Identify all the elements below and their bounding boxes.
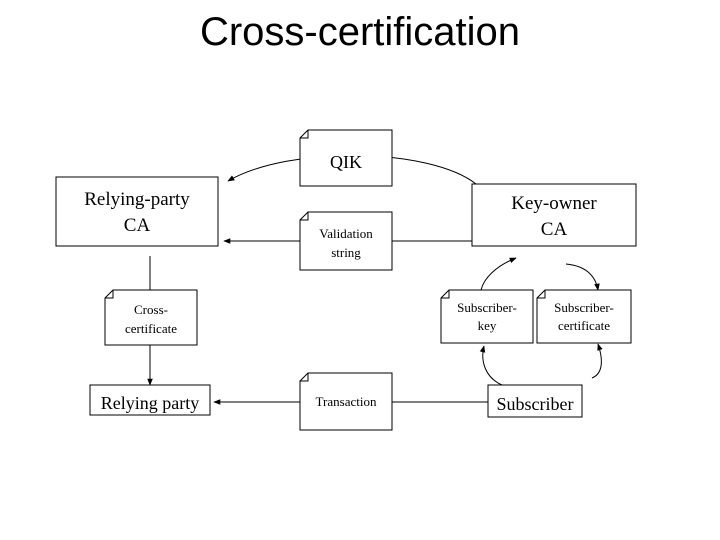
document-subscriber-key: Subscriber- key — [440, 289, 534, 344]
arrow-key-owner-to-subscriber-key — [480, 257, 517, 291]
subscriber-certificate-label-line-1: Subscriber- — [554, 300, 614, 315]
relying-party-ca-label-line-1: Relying-party — [84, 189, 190, 210]
arrow-subscriber-to-subscriber-certificate — [591, 343, 603, 379]
node-key-owner-ca: Key-owner CA — [471, 183, 637, 247]
slide-title: Cross-certification — [199, 10, 521, 54]
subscriber-certificate-label-line-2: certificate — [558, 318, 610, 333]
validation-string-label-line-1: Validation — [319, 226, 373, 241]
document-subscriber-certificate: Subscriber- certificate — [536, 289, 632, 344]
relying-party-ca-label-line-2: CA — [124, 215, 151, 236]
qik-label: QIK — [330, 152, 362, 172]
key-owner-ca-label-line-1: Key-owner — [511, 193, 597, 214]
document-qik: QIK — [299, 129, 393, 187]
cross-certificate-label-line-2: certificate — [125, 321, 177, 336]
validation-string-label-line-2: string — [331, 245, 361, 260]
subscriber-label: Subscriber — [497, 394, 574, 414]
document-transaction: Transaction — [299, 372, 393, 431]
node-subscriber: Subscriber — [487, 384, 583, 418]
arrow-subscriber-key-to-subscriber — [479, 345, 503, 386]
subscriber-key-label-line-2: key — [478, 318, 497, 333]
document-cross-certificate: Cross- certificate — [104, 289, 198, 346]
cross-certificate-label-line-1: Cross- — [134, 302, 168, 317]
node-relying-party: Relying party — [89, 384, 211, 416]
relying-party-label: Relying party — [101, 393, 199, 413]
key-owner-ca-label-line-2: CA — [541, 219, 568, 240]
connectors — [147, 154, 603, 405]
node-relying-party-ca: Relying-party CA — [55, 176, 219, 247]
arrow-subscriber-certificate-to-key-owner — [565, 263, 600, 291]
document-validation-string: Validation string — [299, 211, 393, 271]
transaction-label: Transaction — [316, 394, 377, 409]
subscriber-key-label-line-1: Subscriber- — [457, 300, 517, 315]
